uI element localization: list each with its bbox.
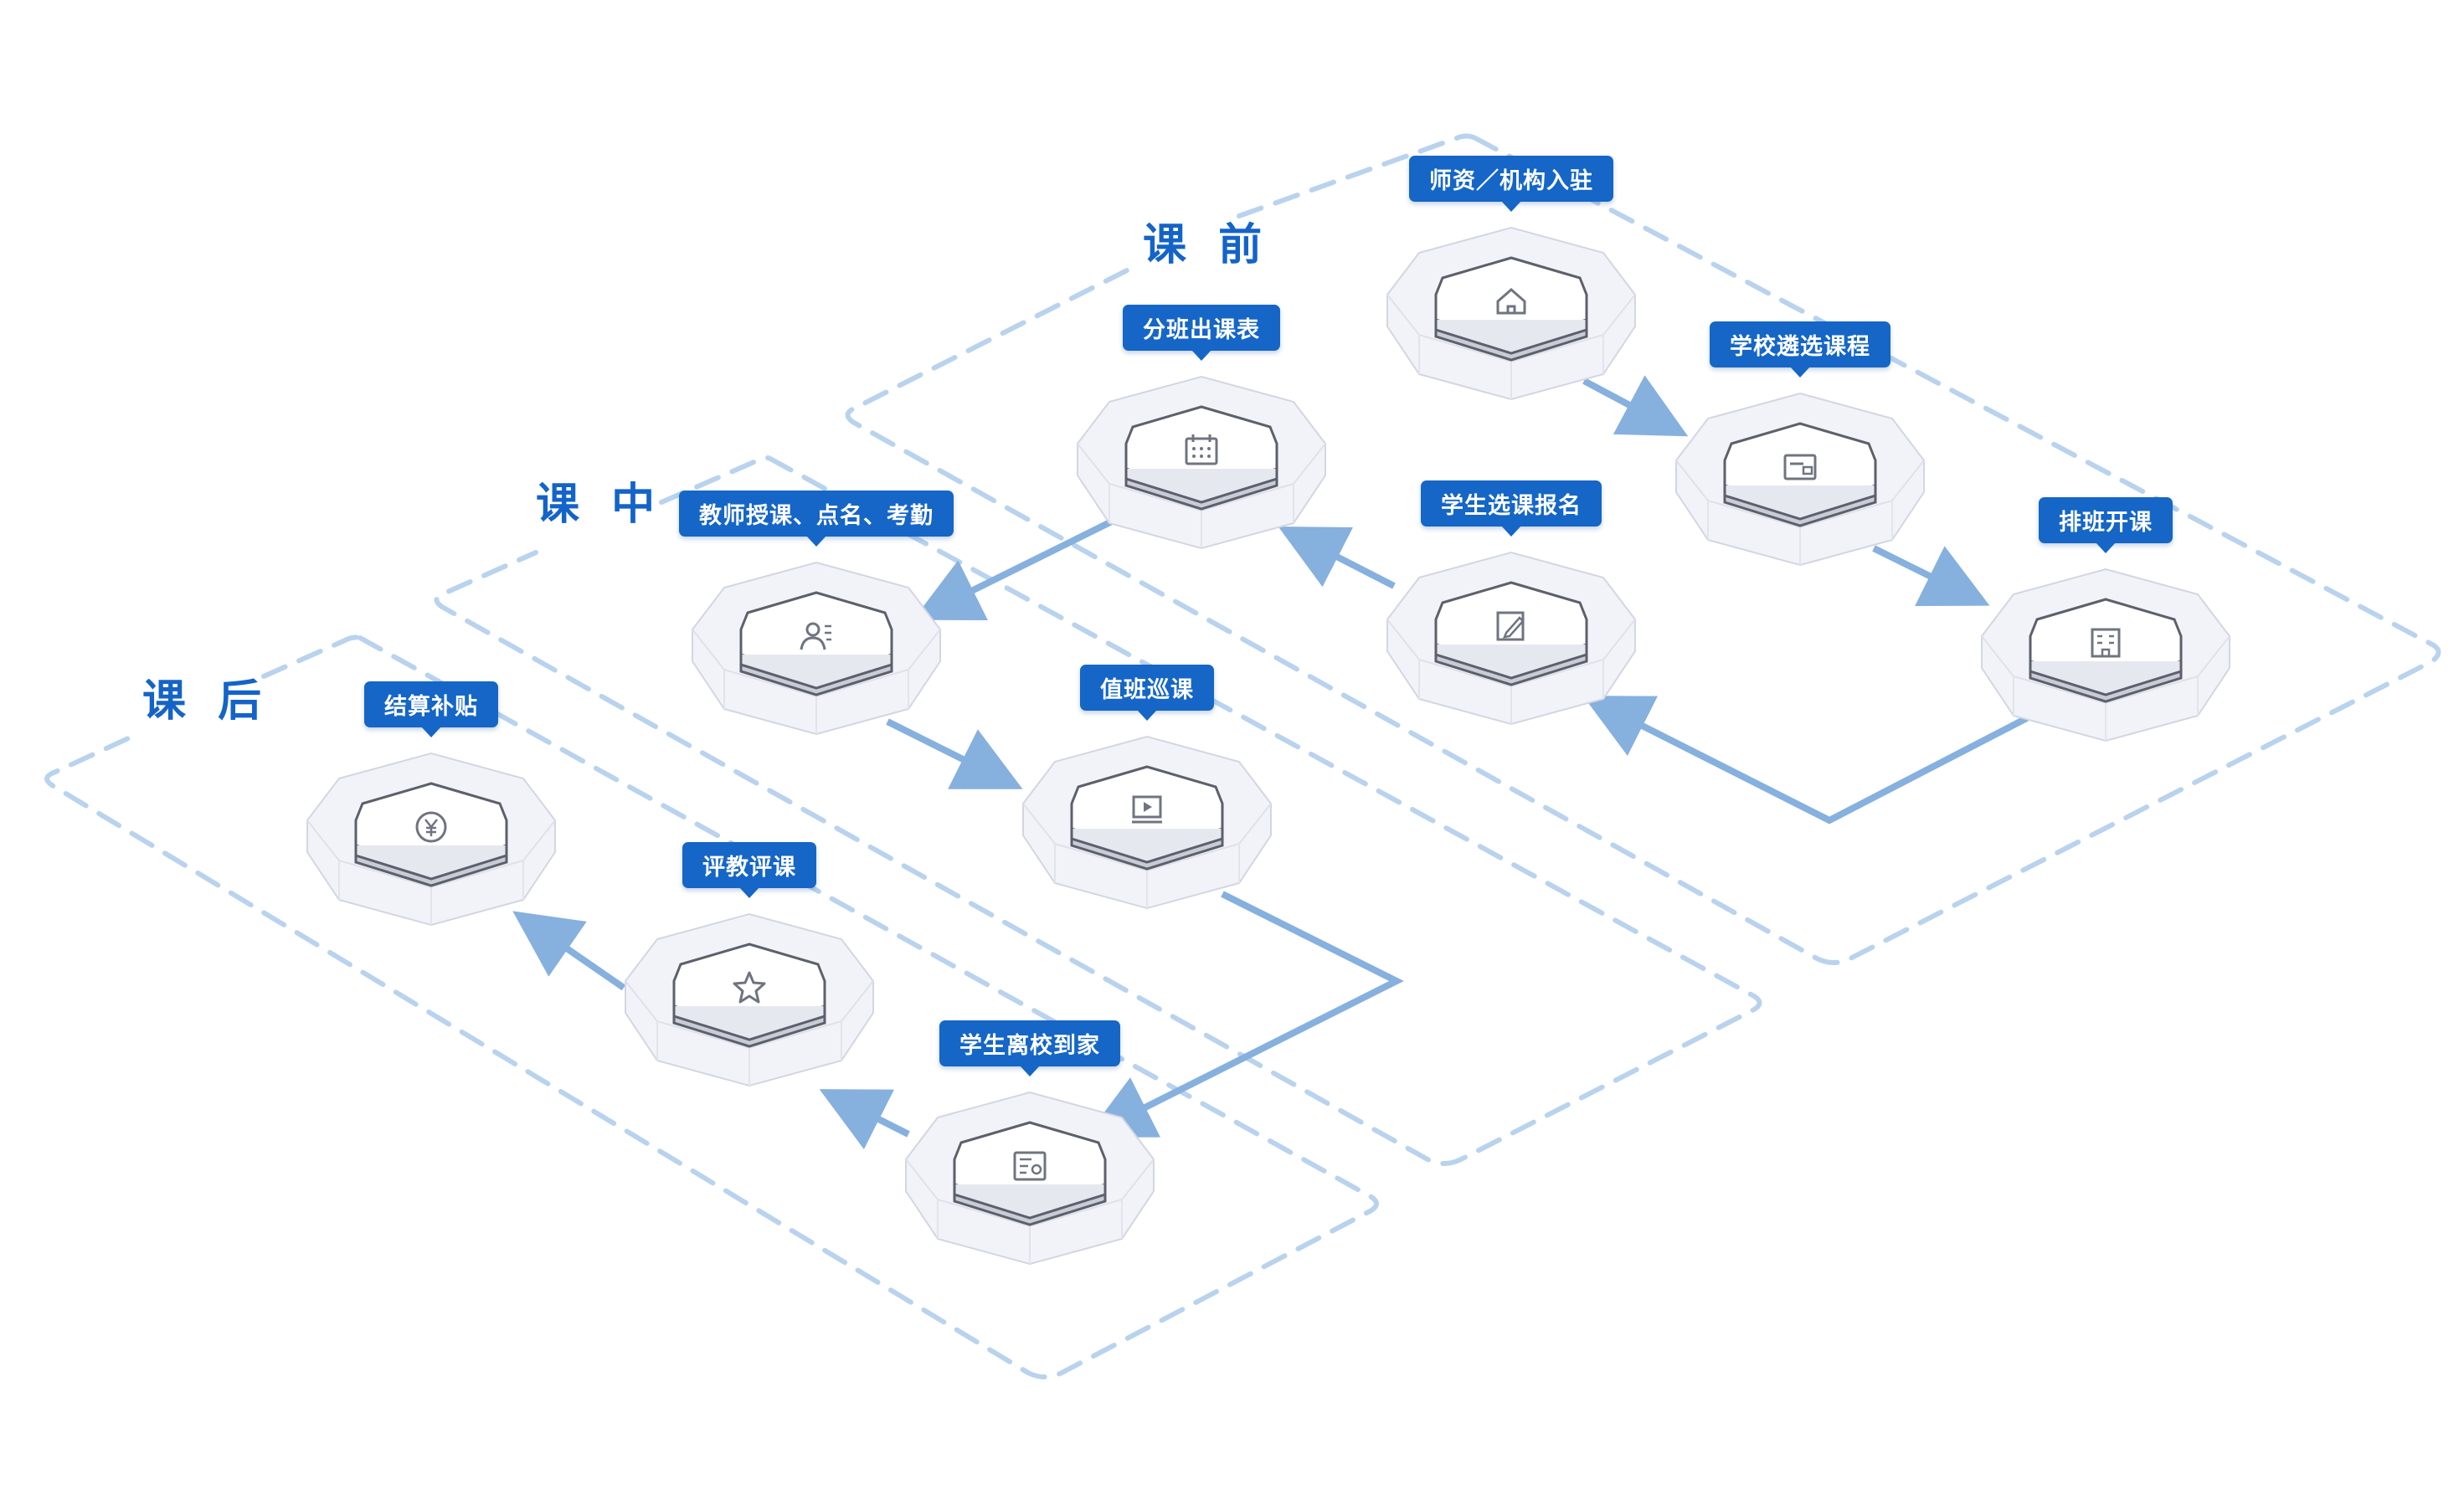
phase-label-during: 课 中 [536, 480, 664, 530]
phase-label-after: 课 后 [142, 676, 270, 727]
node-label: 分班出课表 [1123, 305, 1280, 361]
arrow-evaluate-to-settle [512, 911, 626, 991]
node-label: 师资／机构入驻 [1409, 156, 1613, 212]
node-patrol[interactable]: 值班巡课 [1021, 665, 1273, 912]
arrow-select-to-schedule [1872, 545, 1990, 606]
node-student-enroll[interactable]: 学生选课报名 [1386, 480, 1637, 728]
node-label: 排班开课 [2039, 497, 2173, 553]
arrow-enroll-to-timetable [1278, 527, 1396, 589]
phase-label-before: 课 前 [1143, 220, 1271, 270]
node-platform [625, 912, 874, 1087]
node-timetable[interactable]: 分班出课表 [1076, 305, 1327, 552]
node-school-select[interactable]: 学校遴选课程 [1674, 321, 1926, 569]
arrow-leave-to-evaluate [819, 1089, 910, 1149]
node-label: 学生选课报名 [1421, 480, 1602, 537]
idcard-icon [1013, 1151, 1047, 1181]
card-icon [1783, 454, 1817, 480]
node-settle[interactable]: 结算补贴 [306, 681, 557, 929]
video-icon [1132, 795, 1162, 824]
star-icon [733, 971, 766, 1004]
node-label: 学校遴选课程 [1710, 321, 1890, 378]
arrow-schedule-to-enroll [1582, 696, 2045, 825]
yen-icon [415, 811, 447, 843]
arrow-onboard-to-select [1582, 375, 1689, 437]
node-leave-school[interactable]: 学生离校到家 [904, 1020, 1155, 1268]
zone-after-border [44, 634, 1379, 1379]
node-platform [306, 752, 556, 927]
arrow-patrol-to-leave [1085, 891, 1404, 1138]
arrow-teaching-to-patrol [886, 718, 1023, 789]
arrow-timetable-to-teaching [913, 509, 1132, 620]
node-teacher-onboard[interactable]: 师资／机构入驻 [1386, 156, 1637, 403]
node-label: 教师授课、点名、考勤 [679, 491, 954, 547]
node-platform [692, 561, 941, 736]
calendar-icon [1185, 434, 1218, 465]
node-label: 值班巡课 [1080, 665, 1214, 721]
node-label: 学生离校到家 [939, 1020, 1120, 1076]
home-icon [1496, 288, 1526, 315]
node-schedule-class[interactable]: 排班开课 [1980, 497, 2231, 745]
edit-icon [1496, 611, 1525, 641]
node-teaching[interactable]: 教师授课、点名、考勤 [679, 491, 954, 738]
zone-before-border [845, 133, 2441, 965]
building-icon [2091, 628, 2121, 658]
node-label: 结算补贴 [364, 681, 498, 737]
node-label: 评教评课 [682, 842, 816, 898]
zone-during-border [434, 455, 1762, 1166]
node-evaluate[interactable]: 评教评课 [624, 842, 875, 1090]
teacher-icon [800, 622, 831, 650]
